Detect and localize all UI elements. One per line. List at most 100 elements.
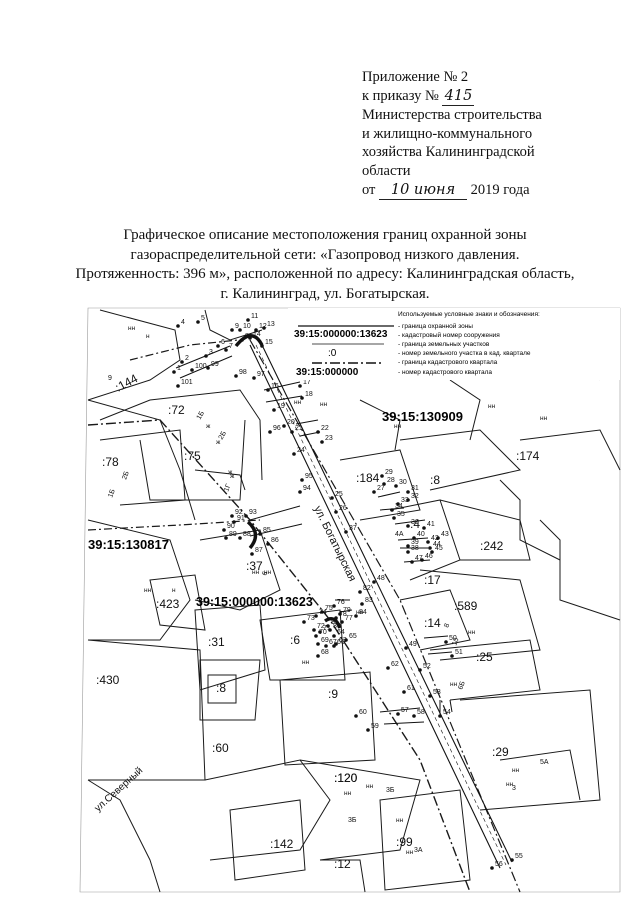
point-dot — [412, 536, 416, 540]
point-dot — [396, 502, 400, 506]
point-dot — [386, 666, 390, 670]
point-dot — [334, 510, 338, 514]
point-number: 12 — [259, 323, 267, 330]
boundary-point: 31 — [406, 485, 419, 494]
parcel-label: :17 — [424, 573, 441, 587]
boundary-point: 80 — [328, 623, 341, 632]
point-dot — [338, 612, 342, 616]
boundary-point: 8 — [240, 333, 249, 342]
point-dot — [406, 550, 410, 554]
point-number: 27 — [377, 485, 385, 492]
parcel-label: :120 — [334, 771, 358, 785]
point-dot — [410, 560, 414, 564]
point-number: 56 — [495, 861, 503, 868]
point-number: 20 — [287, 419, 295, 426]
point-dot — [406, 544, 410, 548]
point-dot — [430, 550, 434, 554]
point-number: 53 — [433, 689, 441, 696]
point-dot — [326, 624, 330, 628]
point-dot — [366, 728, 370, 732]
point-dot — [234, 374, 238, 378]
point-dot — [354, 714, 358, 718]
boundary-point: 50 — [444, 635, 457, 644]
point-number: 78 — [339, 611, 347, 618]
legend-item: - граница кадастрового квартала — [398, 359, 498, 366]
point-number: 42 — [431, 535, 439, 542]
point-dot — [360, 602, 364, 606]
point-dot — [252, 376, 256, 380]
point-dot — [244, 514, 248, 518]
point-number: 65 — [349, 633, 357, 640]
building-mark: нн — [356, 609, 364, 616]
boundary-point: 37 — [344, 525, 357, 534]
boundary-point: 11 — [246, 313, 258, 322]
boundary-point: 89 — [224, 531, 237, 540]
house-number: 3 — [512, 785, 516, 792]
point-number: 33 — [401, 497, 409, 504]
building-mark: нн — [252, 569, 260, 576]
point-dot — [390, 508, 394, 512]
point-dot — [404, 646, 408, 650]
point-dot — [344, 638, 348, 642]
point-number: 58 — [417, 709, 425, 716]
point-dot — [240, 338, 244, 342]
parcel-label: :242 — [480, 539, 504, 553]
boundary-point: 77 — [340, 615, 353, 624]
point-dot — [266, 542, 270, 546]
boundary-point: 100 — [190, 363, 207, 372]
building-mark: нн — [302, 659, 310, 666]
point-number: 23 — [325, 435, 333, 442]
boundary-point: 69 — [316, 637, 329, 646]
point-number: 75 — [325, 605, 333, 612]
point-number: 34 — [395, 503, 403, 510]
parcel-label: :60 — [212, 741, 229, 755]
building-mark: нн — [294, 399, 302, 406]
boundary-point: 71 — [318, 625, 331, 634]
boundary-point: 40 — [412, 531, 425, 540]
boundary-point: 93 — [244, 509, 257, 518]
point-number: 76 — [337, 599, 345, 606]
house-number: 9 — [108, 375, 112, 382]
parcel-label: :14 — [424, 616, 441, 630]
point-number: 70 — [319, 629, 327, 636]
point-dot — [418, 668, 422, 672]
boundary-point: 36 — [406, 519, 419, 528]
legend-parcel-number: :0 — [328, 348, 337, 359]
point-number: 83 — [365, 597, 373, 604]
boundary-point: 81 — [326, 619, 339, 628]
point-dot — [344, 530, 348, 534]
point-number: 26 — [339, 505, 347, 512]
point-dot — [316, 430, 320, 434]
legend: Используемые условные знаки и обозначени… — [288, 308, 620, 380]
point-number: 96 — [273, 425, 281, 432]
title-line: Графическое описание местоположения гран… — [123, 227, 527, 243]
boundary-point: 15 — [260, 339, 273, 348]
point-number: 88 — [243, 531, 251, 538]
boundary-point: 65 — [344, 633, 357, 642]
point-number: 61 — [407, 685, 415, 692]
point-dot — [402, 690, 406, 694]
point-dot — [232, 520, 236, 524]
house-number: 3Б — [348, 817, 357, 824]
boundary-point: 60 — [354, 709, 367, 718]
point-number: 80 — [333, 623, 341, 630]
boundary-point: 51 — [450, 649, 463, 658]
point-number: 29 — [385, 469, 393, 476]
point-dot — [420, 558, 424, 562]
point-dot — [396, 712, 400, 716]
boundary-point: 58 — [412, 709, 425, 718]
parcel-label: :174 — [516, 449, 540, 463]
legend-quarter-number: 39:15:000000 — [296, 367, 359, 378]
point-number: 39 — [411, 539, 419, 546]
building-mark: нн — [450, 681, 458, 688]
boundary-point: 79 — [338, 607, 351, 616]
point-dot — [312, 628, 316, 632]
point-number: 17 — [303, 379, 311, 386]
boundary-point: 5 — [196, 315, 205, 324]
boundary-point: 88 — [238, 531, 251, 540]
building-mark: нн — [144, 587, 152, 594]
boundary-point: 4 — [176, 319, 185, 328]
house-number: 3А — [414, 847, 423, 854]
